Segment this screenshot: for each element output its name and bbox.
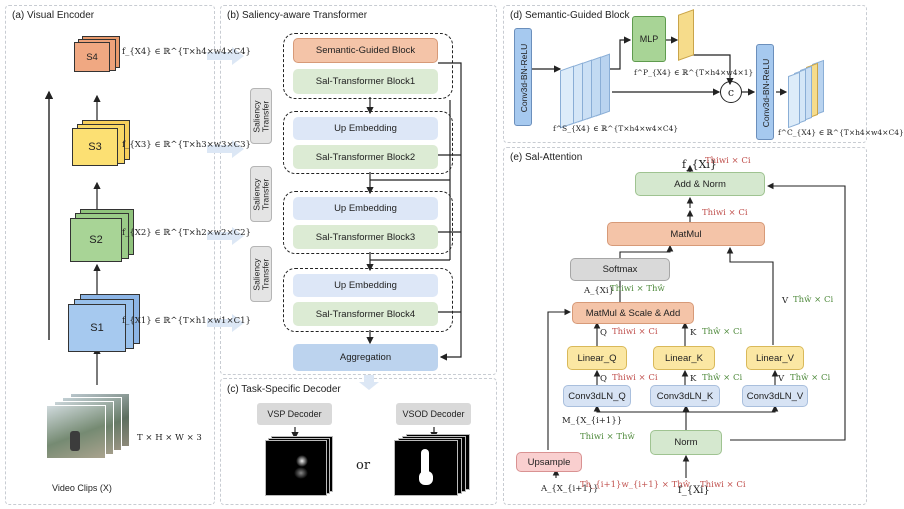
- sgb-feature-stack: [560, 53, 614, 129]
- att-softmax: Softmax: [570, 258, 670, 281]
- up-embedding-1: Up Embedding: [293, 117, 438, 140]
- panel-sal-attention: [503, 147, 867, 505]
- att-a-in-label: A_{X_{i+1}}: [541, 484, 599, 494]
- att-k1-dims: Thŵ × Ci: [702, 327, 743, 337]
- att-q1-dims: Thiwi × Ci: [612, 327, 658, 337]
- input-label: Video Clips (X): [52, 483, 112, 493]
- att-add-norm: Add & Norm: [635, 172, 765, 196]
- panel-semantic-guided-block: [503, 5, 867, 143]
- sgb-output-stack: [788, 59, 828, 129]
- att-m-dims: Thiwi × Thŵ: [580, 432, 635, 442]
- group-4: [283, 268, 453, 332]
- sgb-concat-icon: c: [720, 81, 742, 103]
- vsod-output-image: [392, 434, 472, 496]
- group-2: [283, 111, 453, 174]
- att-k2-label: K: [690, 374, 697, 384]
- up-embedding-2: Up Embedding: [293, 197, 438, 220]
- sgb-conv-out-label: Conv3d-BN-ReLU: [761, 58, 771, 128]
- att-a-label: A_{Xi}: [584, 286, 614, 296]
- att-linear-q: Linear_Q: [567, 346, 627, 370]
- panel-title-a: (a) Visual Encoder: [12, 10, 95, 21]
- stage-s4: S4: [74, 36, 120, 78]
- panel-saliency-transformer: [220, 5, 497, 375]
- video-clips-image: [42, 393, 132, 463]
- sal-transformer-block1: Sal-Transformer Block1: [293, 69, 438, 94]
- aggregation-block: Aggregation: [293, 344, 438, 371]
- stage-s3-label: S3: [72, 128, 118, 166]
- att-f-in-dims: Thiwi × Ci: [700, 480, 746, 490]
- panel-title-e: (e) Sal-Attention: [510, 152, 583, 163]
- att-q2-dims: Thiwi × Ci: [612, 373, 658, 383]
- group-3: [283, 191, 453, 254]
- sgb-mlp: MLP: [632, 16, 666, 62]
- sgb-conv-out: Conv3d-BN-ReLU: [756, 44, 774, 140]
- att-v-dims: Thŵ × Ci: [793, 295, 834, 305]
- stage-s2: S2: [70, 209, 134, 270]
- vsp-output-image: [265, 436, 333, 496]
- sal-transformer-block4: Sal-Transformer Block4: [293, 302, 438, 326]
- att-linear-k: Linear_K: [653, 346, 715, 370]
- att-matmul-scale-add: MatMul & Scale & Add: [572, 302, 694, 324]
- att-v2-label: V: [778, 374, 785, 384]
- feature-fx3: f_{X3} ∈ ℝ^{T×h3×w3×C3}: [122, 140, 251, 150]
- stage-s1-label: S1: [68, 304, 126, 352]
- sgb-fc-label: f^C_{X4} ∈ ℝ^{T×h4×w4×C4}: [778, 128, 904, 137]
- att-f-in-label: f_{Xi}: [678, 485, 710, 496]
- group-1: [283, 33, 453, 99]
- att-v2-dims: Thŵ × Ci: [790, 373, 831, 383]
- att-norm: Norm: [650, 430, 722, 455]
- sgb-concat-label: c: [727, 85, 735, 99]
- att-conv-v: Conv3dLN_V: [742, 385, 808, 407]
- stage-s2-label: S2: [70, 218, 122, 262]
- saliency-transfer-1-label: Saliency Transfer: [251, 99, 271, 133]
- att-a-dims: Thiwi × Thŵ: [610, 284, 665, 294]
- saliency-transfer-3: Saliency Transfer: [250, 246, 272, 302]
- sgb-prompt-map: [678, 9, 694, 61]
- feature-fx4: f_{X4} ∈ ℝ^{T×h4×w4×C4}: [122, 47, 251, 57]
- att-q2-label: Q: [600, 374, 607, 384]
- att-a-in-dims: Th_{i+1}w_{i+1} × Thŵ: [580, 480, 690, 490]
- panel-task-decoder: [220, 378, 497, 505]
- att-dims-after-matmul: Thiwi × Ci: [702, 208, 748, 218]
- att-output-label: f_{Xi}: [682, 158, 717, 171]
- sal-transformer-block3: Sal-Transformer Block3: [293, 225, 438, 249]
- saliency-transfer-2-label: Saliency Transfer: [251, 177, 271, 211]
- panel-title-c: (c) Task-Specific Decoder: [227, 384, 341, 395]
- sgb-conv-in: Conv3d-BN-ReLU: [514, 28, 532, 126]
- connector-layer: [44, 36, 846, 478]
- panel-title-b: (b) Saliency-aware Transformer: [227, 10, 368, 21]
- up-embedding-3: Up Embedding: [293, 274, 438, 297]
- stage-s1: S1: [68, 294, 140, 362]
- input-dims: T × H × W × 3: [137, 433, 202, 443]
- sgb-fs-label: f^S_{X4} ∈ ℝ^{T×h4×w4×C4}: [553, 124, 679, 133]
- vsod-decoder: VSOD Decoder: [396, 403, 471, 425]
- semantic-guided-block: Semantic-Guided Block: [293, 38, 438, 63]
- att-k1-label: K: [690, 328, 697, 338]
- att-linear-v: Linear_V: [746, 346, 804, 370]
- sgb-fp-label: f^P_{X4} ∈ ℝ^{T×h4×w4×1}: [634, 68, 754, 77]
- panel-title-d: (d) Semantic-Guided Block: [510, 10, 630, 21]
- panel-visual-encoder: [5, 5, 215, 505]
- vsp-decoder: VSP Decoder: [257, 403, 332, 425]
- att-m-label: M_{X_{i+1}}: [562, 416, 623, 426]
- or-label: or: [356, 458, 371, 473]
- feature-fx2: f_{X2} ∈ ℝ^{T×h2×w2×C2}: [122, 228, 251, 238]
- att-k2-dims: Thŵ × Ci: [702, 373, 743, 383]
- att-matmul: MatMul: [607, 222, 765, 246]
- saliency-transfer-2: Saliency Transfer: [250, 166, 272, 222]
- sal-transformer-block2: Sal-Transformer Block2: [293, 145, 438, 169]
- att-upsample: Upsample: [516, 452, 582, 472]
- att-conv-k: Conv3dLN_K: [650, 385, 720, 407]
- sgb-conv-in-label: Conv3d-BN-ReLU: [519, 43, 529, 113]
- stage-s4-label: S4: [74, 42, 110, 72]
- stage-s3: S3: [72, 120, 132, 174]
- att-v-label: V: [782, 296, 789, 306]
- saliency-transfer-1: Saliency Transfer: [250, 88, 272, 144]
- att-conv-q: Conv3dLN_Q: [563, 385, 631, 407]
- att-output-dims: Thiwi × Ci: [705, 156, 751, 166]
- saliency-transfer-3-label: Saliency Transfer: [251, 257, 271, 291]
- att-q1-label: Q: [600, 328, 607, 338]
- feature-fx1: f_{X1} ∈ ℝ^{T×h1×w1×C1}: [122, 316, 251, 326]
